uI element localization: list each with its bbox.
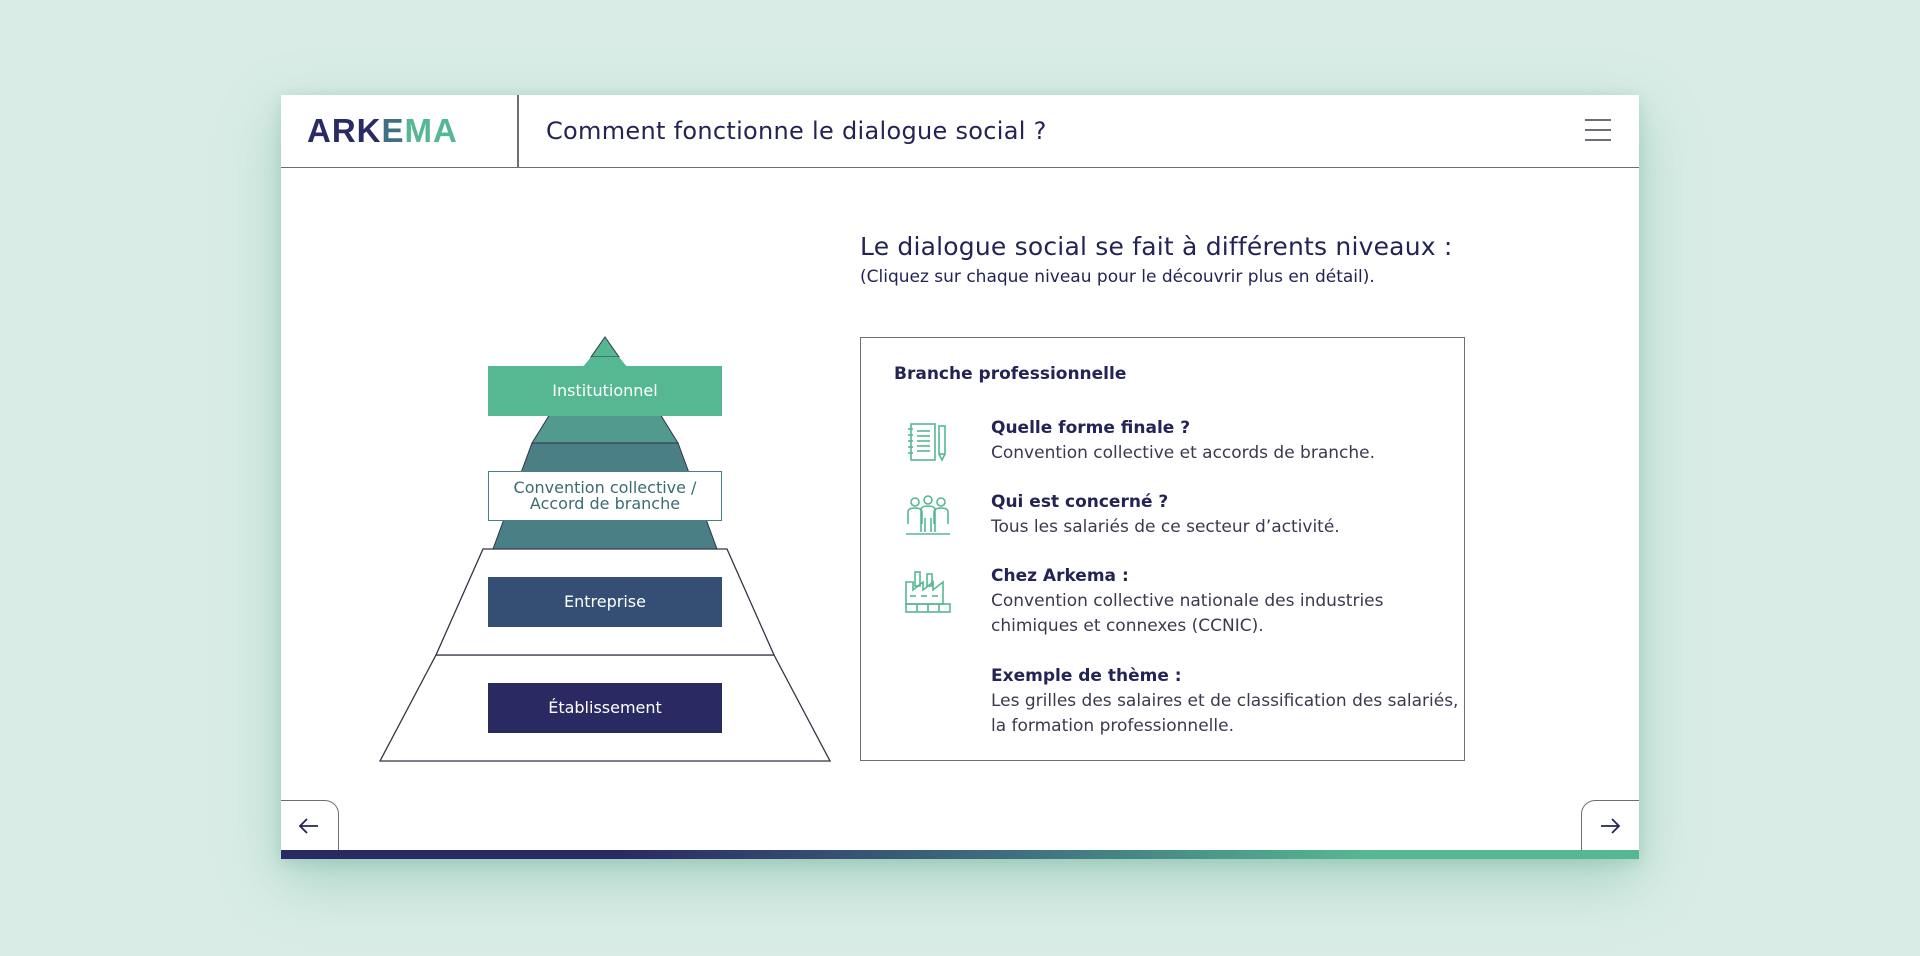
info-item-forme: Quelle forme finale ? Convention collect…: [991, 416, 1461, 466]
page-title: Comment fonctionne le dialogue social ?: [546, 117, 1047, 145]
factory-icon: [905, 571, 951, 613]
arrow-left-icon: [298, 818, 318, 834]
info-item-theme: Exemple de thème : Les grilles des salai…: [991, 664, 1461, 739]
header-divider: [517, 95, 519, 167]
progress-bar: [281, 850, 1639, 859]
module-frame: ARKEMA Comment fonctionne le dialogue so…: [281, 95, 1639, 859]
info-text: Convention collective nationale des indu…: [991, 591, 1384, 636]
previous-button[interactable]: [281, 800, 339, 850]
pyramid-level-institutionnel: [590, 336, 620, 358]
info-item-concerne: Qui est concerné ? Tous les salariés de …: [991, 490, 1461, 540]
level-convention-button[interactable]: Convention collective / Accord de branch…: [488, 471, 722, 521]
level-institutionnel-button[interactable]: Institutionnel: [488, 366, 722, 416]
info-label: Quelle forme finale ?: [991, 418, 1191, 438]
info-text: Tous les salariés de ce secteur d’activi…: [991, 517, 1340, 537]
people-group-icon: [906, 495, 950, 535]
arkema-logo: ARKEMA: [307, 112, 458, 149]
next-button[interactable]: [1581, 800, 1639, 850]
level-entreprise-button[interactable]: Entreprise: [488, 577, 722, 627]
header-bar: ARKEMA Comment fonctionne le dialogue so…: [281, 95, 1639, 168]
notebook-pencil-icon: [908, 423, 946, 462]
section-subheading: (Cliquez sur chaque niveau pour le décou…: [860, 267, 1375, 287]
info-label: Chez Arkema :: [991, 566, 1129, 586]
info-text: Convention collective et accords de bran…: [991, 443, 1376, 463]
hamburger-menu-icon[interactable]: [1585, 117, 1611, 143]
info-label: Exemple de thème :: [991, 666, 1182, 686]
info-label: Qui est concerné ?: [991, 492, 1169, 512]
info-text: Les grilles des salaires et de classific…: [991, 691, 1459, 736]
detail-panel: Branche professionnelle Quelle forme fin…: [860, 337, 1465, 761]
section-heading: Le dialogue social se fait à différents …: [860, 232, 1453, 261]
panel-title: Branche professionnelle: [894, 364, 1127, 384]
arrow-right-icon: [1601, 818, 1621, 834]
level-etablissement-button[interactable]: Établissement: [488, 683, 722, 733]
info-item-arkema: Chez Arkema : Convention collective nati…: [991, 564, 1461, 639]
